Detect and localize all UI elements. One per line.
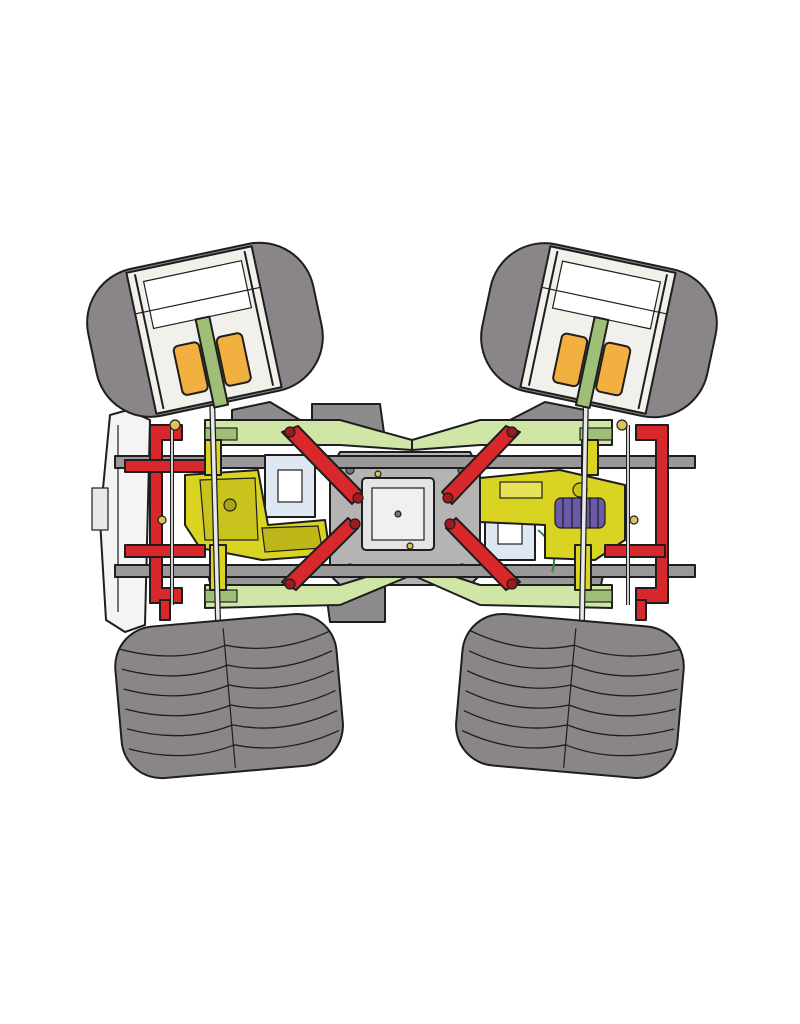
wheel-front-left [86, 241, 324, 418]
tire-rear-right [455, 612, 685, 780]
shock-left [552, 332, 589, 388]
shock-left [172, 341, 209, 396]
center-skid-plate [329, 451, 481, 586]
red-frame [124, 424, 669, 621]
wheel-front-right [480, 242, 718, 419]
bolts [157, 419, 639, 550]
axle-rods [170, 394, 630, 621]
shock-right [595, 341, 632, 397]
tire-rear-left [114, 613, 344, 780]
shock-right [215, 332, 252, 387]
frame-rails [114, 455, 696, 578]
